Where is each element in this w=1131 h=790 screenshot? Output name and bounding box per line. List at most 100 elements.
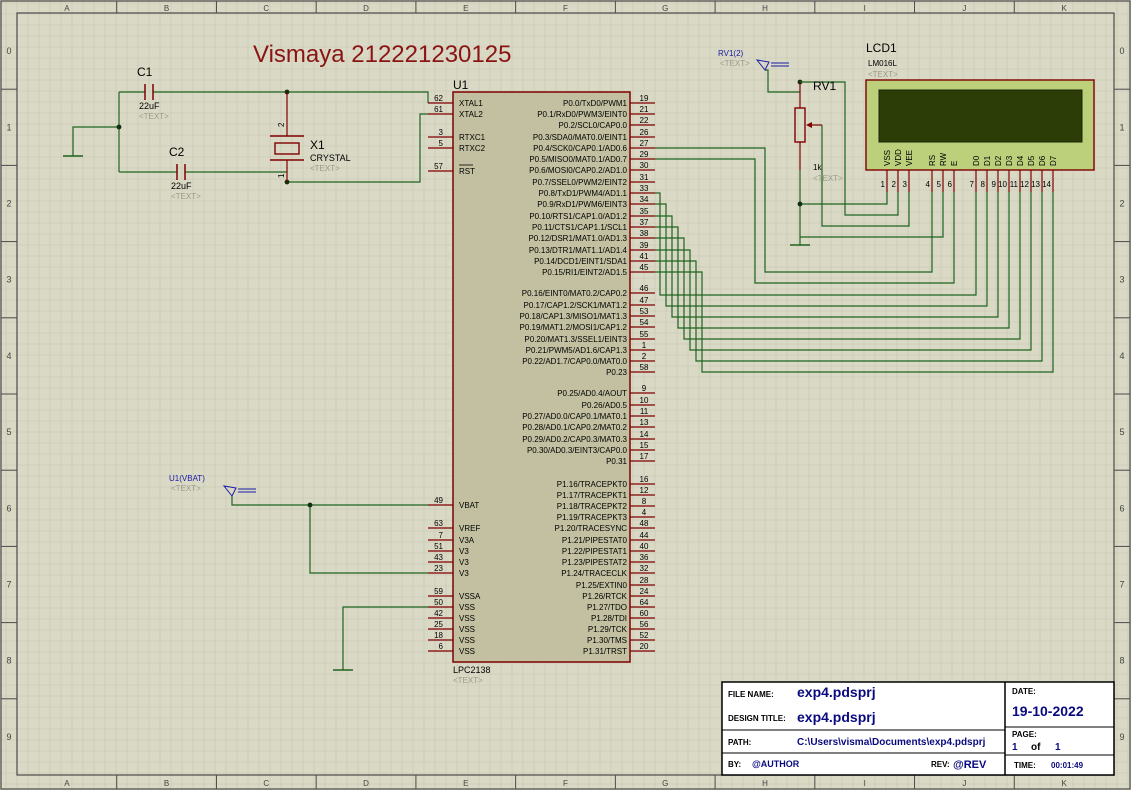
mcu-u1[interactable]: U1LPC2138<TEXT>62XTAL161XTAL23RTXC15RTXC…: [428, 78, 655, 685]
pin-name: RST: [459, 167, 475, 176]
pin-number: 35: [640, 207, 649, 216]
pin-number: 47: [640, 296, 649, 305]
pin-name: P1.26/RTCK: [582, 592, 627, 601]
zone-column-label: J: [962, 4, 966, 13]
pin-name: RTXC2: [459, 144, 486, 153]
pin-number: 4: [926, 180, 931, 189]
zone-row-label: 2: [6, 199, 11, 209]
pin-number: 2: [642, 352, 647, 361]
design-title: exp4.pdsprj: [797, 709, 876, 725]
pin-name: P0.16/EINT0/MAT0.2/CAP0.2: [522, 289, 628, 298]
zone-row-label: 3: [1119, 275, 1124, 285]
probe-arrow: [222, 485, 237, 497]
pin-number: 6: [948, 180, 953, 189]
pin-name: P1.25/EXTIN0: [576, 581, 628, 590]
zone-row-label: 8: [6, 656, 11, 666]
zone-row-label: 9: [6, 732, 11, 742]
wire: [800, 192, 944, 238]
pin-name: P1.31/TRST: [583, 647, 627, 656]
pin-name: P0.11/CTS1/CAP1.1/SCL1: [532, 223, 628, 232]
pin-number: 10: [640, 396, 649, 405]
pin-number: 5: [439, 139, 444, 148]
pin-name: VBAT: [459, 501, 479, 510]
voltage-probe-rv1[interactable]: RV1(2)<TEXT>: [718, 49, 789, 71]
component-value: 22uF: [139, 101, 160, 111]
pin-number: 46: [640, 284, 649, 293]
pin-number: 16: [640, 475, 649, 484]
pin-number: 3: [439, 128, 444, 137]
zone-column-label: J: [962, 779, 966, 788]
wire: [342, 606, 428, 662]
pin-number: 29: [640, 150, 649, 159]
pin-name: P0.25/AD0.4/AOUT: [557, 389, 627, 398]
pin-name: D6: [1038, 155, 1047, 166]
pin-name: P1.30/TMS: [587, 636, 627, 645]
lcd-lcd1[interactable]: LCD1LM016L<TEXT>VSS1VDD2VEE3RS4RW5E6D07D…: [865, 41, 1095, 192]
pin-number: 32: [640, 564, 649, 573]
pin-name: D5: [1027, 155, 1036, 166]
zone-column-label: A: [64, 4, 70, 13]
date-label: DATE:: [1012, 687, 1036, 696]
pin-name: RTXC1: [459, 133, 486, 142]
pin-name: P1.16/TRACEPKT0: [557, 480, 628, 489]
pin-name: P0.12/DSR1/MAT1.0/AD1.3: [528, 234, 627, 243]
file-name: exp4.pdsprj: [797, 684, 876, 700]
zone-row-label: 0: [1119, 46, 1124, 56]
junction-dot: [797, 201, 803, 207]
wire: [287, 113, 428, 183]
pin-name: P0.19/MAT1.2/MOSI1/CAP1.2: [520, 323, 628, 332]
date: 19-10-2022: [1012, 703, 1084, 719]
pin-number: 5: [937, 180, 942, 189]
pin-name: VSS: [459, 625, 475, 634]
pin-number: 44: [640, 531, 649, 540]
pin-number: 28: [640, 576, 649, 585]
voltage-probe-vbat[interactable]: U1(VBAT)<TEXT>: [169, 474, 256, 497]
wires: [72, 69, 1054, 662]
pin-number: 4: [642, 508, 647, 517]
zone-column-label: B: [164, 4, 169, 13]
zone-row-label: 9: [1119, 732, 1124, 742]
pin-number: 63: [434, 519, 443, 528]
pin-number: 60: [640, 609, 649, 618]
pin-name: D1: [983, 155, 992, 166]
zone-column-label: C: [263, 4, 269, 13]
by-label: BY:: [728, 760, 741, 769]
rev: @REV: [953, 759, 987, 771]
zone-row-label: 2: [1119, 199, 1124, 209]
path-label: PATH:: [728, 738, 751, 747]
pin-number: 34: [640, 195, 649, 204]
pin-number: 62: [434, 94, 443, 103]
pin-number: 49: [434, 496, 443, 505]
pin-number: 39: [640, 241, 649, 250]
zone-column-label: F: [563, 779, 568, 788]
pin-number: 14: [1042, 180, 1051, 189]
zone-row-label: 4: [6, 351, 11, 361]
wire: [655, 192, 977, 296]
text-placeholder: <TEXT>: [453, 676, 483, 685]
wire: [231, 496, 428, 506]
wire: [72, 126, 119, 148]
zone-column-label: I: [864, 4, 866, 13]
pin-name: VSS: [883, 150, 892, 166]
pin-name: XTAL1: [459, 99, 483, 108]
pin-number: 19: [640, 94, 649, 103]
component-ref: RV1: [813, 79, 836, 93]
pin-name: P0.26/AD0.5: [582, 401, 628, 410]
components: Vismaya 212221230125C122uF<TEXT>C222uF<T…: [63, 41, 1095, 685]
zone-column-label: H: [762, 4, 768, 13]
pin-name: P0.2/SCL0/CAP0.0: [559, 121, 628, 130]
of-label: of: [1031, 742, 1041, 753]
pin-number: 56: [640, 620, 649, 629]
page-count: 1: [1055, 742, 1061, 753]
component-value: 22uF: [171, 181, 192, 191]
probe-arrow: [755, 59, 770, 71]
pin-name: P0.17/CAP1.2/SCK1/MAT1.2: [524, 301, 628, 310]
pin-name: D7: [1049, 155, 1058, 166]
design-title-label: DESIGN TITLE:: [728, 714, 786, 723]
